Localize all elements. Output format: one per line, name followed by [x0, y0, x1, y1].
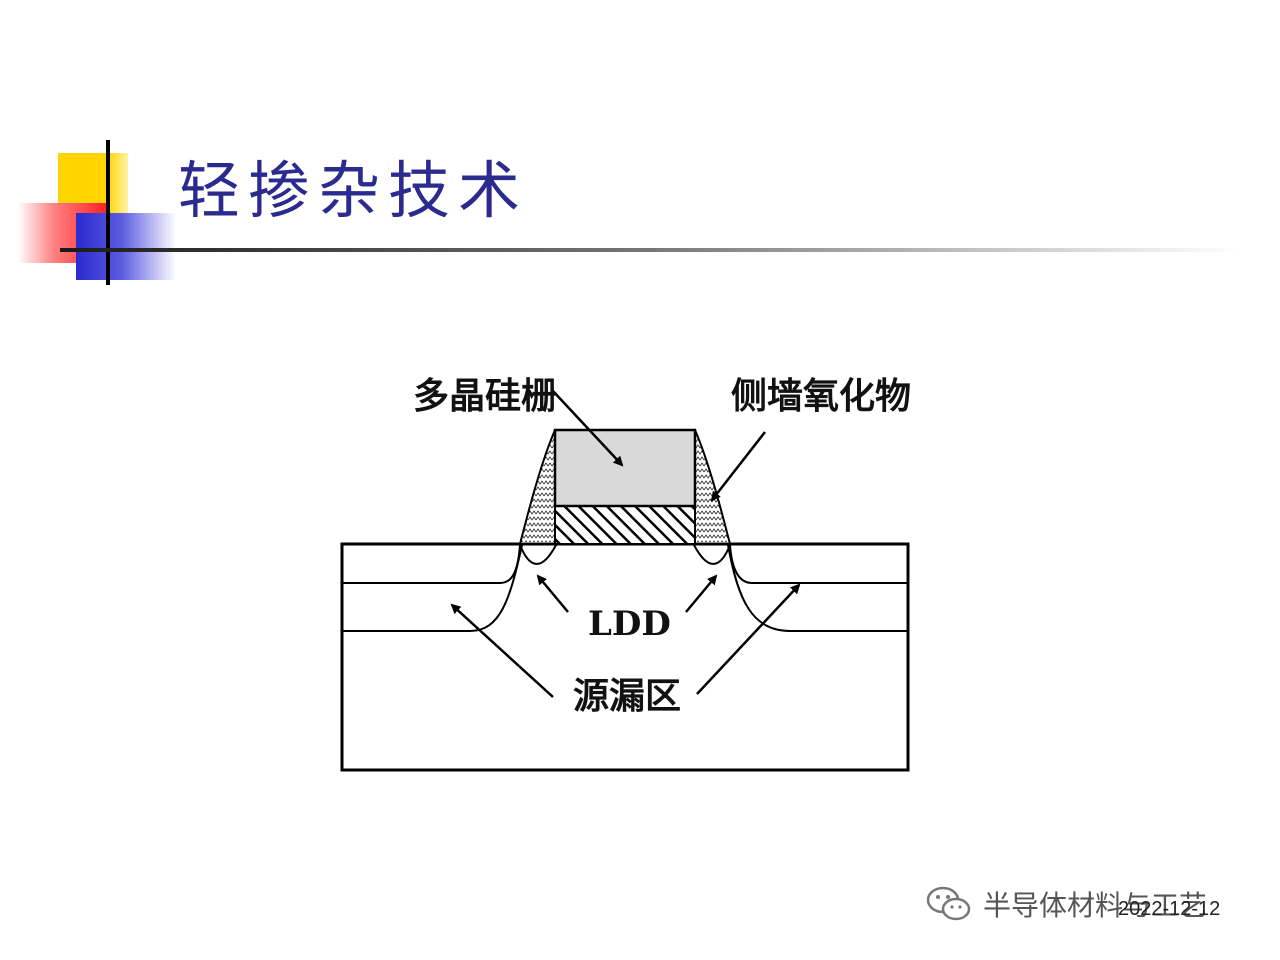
slide-date: 2022-12-12	[1118, 898, 1221, 920]
arrow-ldd-left	[536, 574, 569, 613]
wechat-icon	[926, 886, 971, 921]
label-source-drain: 源漏区	[573, 675, 681, 717]
arrow-sd-left	[450, 603, 554, 698]
decor-vertical-line	[106, 140, 110, 285]
label-ldd: LDD	[588, 604, 671, 644]
source-drain-boundary	[342, 544, 908, 632]
ldd-curve-right	[693, 544, 731, 565]
label-spacer-oxide: 侧墙氧化物	[731, 375, 911, 417]
watermark-text: 半导体材料与工艺	[983, 889, 1208, 922]
arrow-ldd-right	[685, 574, 718, 613]
slide-title: 轻掺杂技术	[178, 154, 529, 227]
decor-blue-square	[76, 213, 176, 280]
watermark: 半导体材料与工艺	[925, 884, 1207, 924]
label-poly-gate: 多晶硅栅	[413, 375, 557, 417]
arrow-gate	[551, 389, 624, 467]
title-underline	[60, 248, 1240, 252]
arrow-sd-right	[696, 583, 801, 695]
gate-oxide	[554, 505, 696, 545]
poly-gate	[553, 428, 697, 508]
ldd-curve-left	[519, 544, 557, 565]
ldd-layer-boundary	[342, 544, 908, 584]
arrow-spacer	[710, 431, 766, 502]
spacer-left	[518, 429, 556, 545]
spacer-right	[694, 429, 732, 545]
substrate	[340, 542, 910, 772]
